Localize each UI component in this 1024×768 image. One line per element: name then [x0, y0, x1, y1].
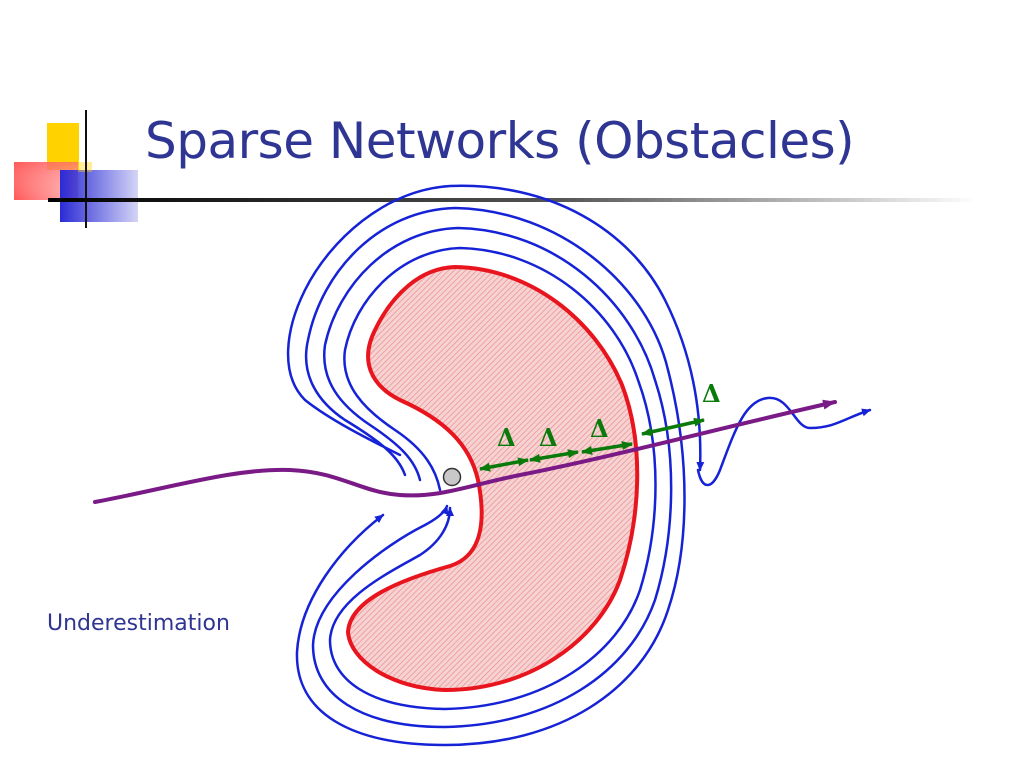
contour-wave [696, 396, 872, 487]
delta-arrows [479, 417, 705, 472]
trajectory-path [93, 399, 837, 504]
node-marker-icon [442, 467, 462, 487]
obstacle-region [346, 265, 640, 692]
delta-label-4: Δ [702, 379, 721, 408]
delta-arrow-4 [641, 417, 705, 437]
delta-label-2: Δ [539, 423, 558, 452]
contour-4 [286, 184, 705, 472]
contour-1 [328, 246, 657, 711]
contour-2 [311, 226, 673, 729]
contour-lines [286, 184, 872, 747]
title-decoration-icon [14, 110, 978, 228]
delta-label-3: Δ [590, 414, 609, 443]
underestimation-label: Underestimation [47, 611, 230, 636]
delta-label-1: Δ [497, 423, 516, 452]
slide-title: Sparse Networks (Obstacles) [145, 112, 855, 170]
delta-arrow-2 [529, 449, 579, 463]
delta-arrow-3 [581, 441, 633, 455]
delta-arrow-1 [479, 457, 529, 472]
